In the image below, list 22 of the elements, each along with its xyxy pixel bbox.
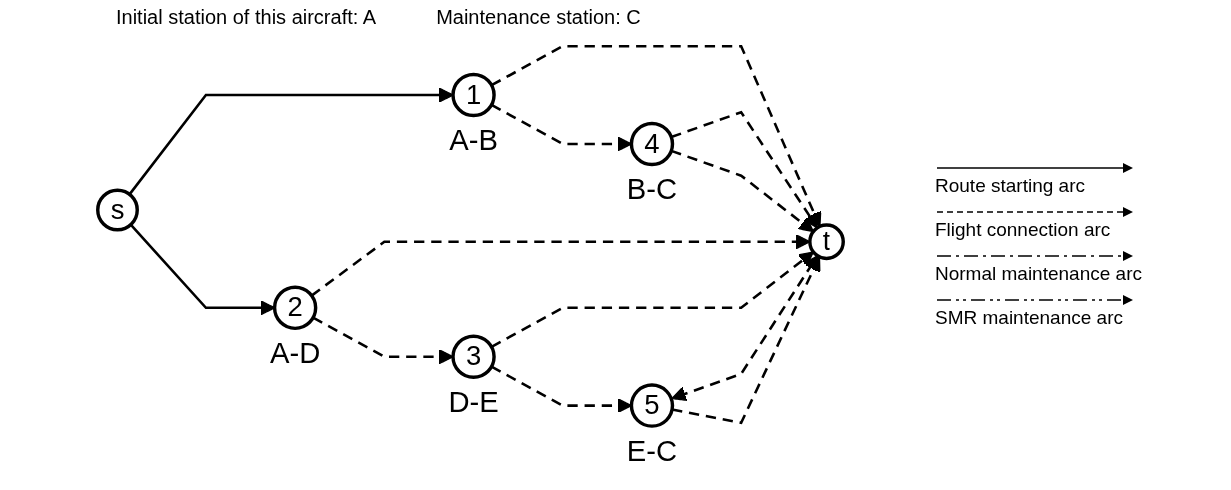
node-caption: E-C	[626, 434, 678, 467]
node-circle: 1	[451, 72, 496, 118]
node-caption: D-E	[448, 385, 499, 418]
node-caption: B-C	[626, 172, 678, 205]
node-circle: 5	[629, 383, 675, 428]
node-caption: A-D	[270, 336, 321, 369]
arrow	[671, 255, 819, 402]
node-circle: 2	[272, 285, 318, 331]
node-circle: 3	[451, 334, 496, 379]
legend-label: SMR maintenance arc	[935, 307, 1123, 329]
arrow	[490, 251, 815, 348]
station-note: Initial station of this aircraft: A	[116, 6, 377, 29]
node-circle: s	[96, 188, 139, 232]
legend-label: Route starting arc	[935, 175, 1085, 197]
station-note: Maintenance station: C	[436, 6, 641, 29]
node-circle: t	[808, 223, 845, 261]
legend-label: Flight connection arc	[935, 219, 1111, 241]
arrow	[671, 256, 821, 425]
node-caption: A-B	[449, 124, 498, 156]
arrow	[490, 44, 822, 228]
node-circle: 4	[629, 121, 675, 167]
legend-label: Normal maintenance arc	[935, 263, 1142, 285]
